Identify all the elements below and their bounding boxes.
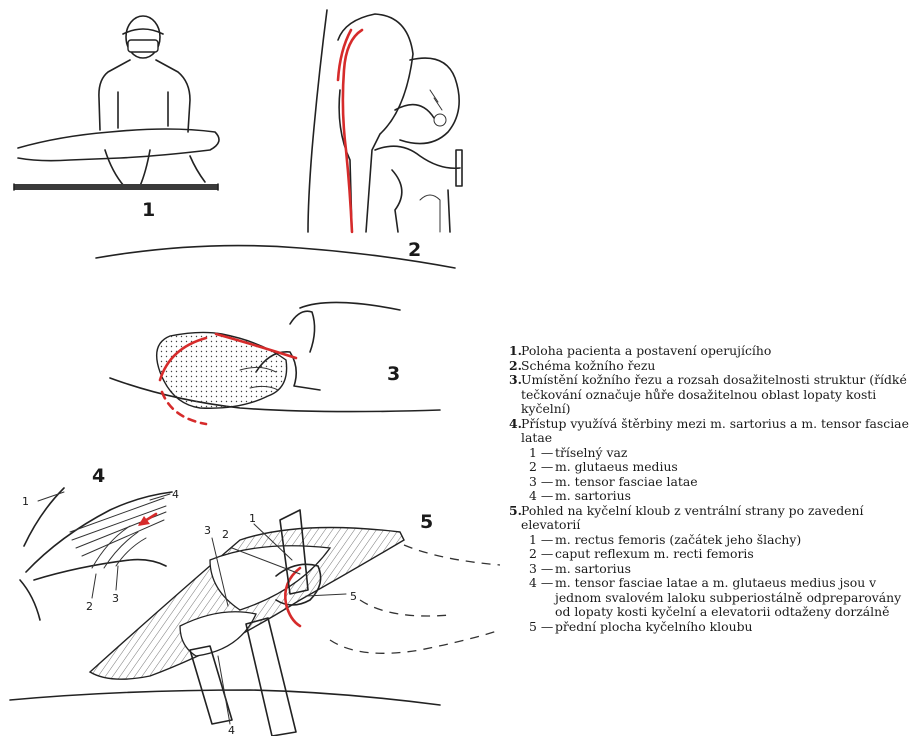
fig4-label-3: 3 xyxy=(112,592,119,605)
figure-1-number: 1 xyxy=(142,199,155,221)
legend-subitem-text: m. sartorius xyxy=(555,561,631,576)
fig5-label-3: 3 xyxy=(204,524,211,537)
figure-4-muscle-gap xyxy=(20,488,172,620)
fig5-label-2: 2 xyxy=(222,528,229,541)
legend-item-number: 3. xyxy=(509,373,522,388)
legend-subitem-text: m. sartorius xyxy=(555,488,631,503)
legend-subitem-text: m. glutaeus medius xyxy=(555,459,678,474)
fig4-label-4: 4 xyxy=(172,488,179,501)
legend-subitem-number: 5 — xyxy=(529,620,553,635)
figure-3-number: 3 xyxy=(387,363,400,385)
legend-item: 5.Pohled na kyčelní kloub z ventrální st… xyxy=(509,504,909,533)
legend-subitem-number: 4 — xyxy=(529,576,553,591)
figure-5-number: 5 xyxy=(420,511,433,533)
legend-subitem-text: caput reflexum m. recti femoris xyxy=(555,546,754,561)
figure-legend: 1.Poloha pacienta a postavení operujícíh… xyxy=(509,344,909,634)
legend-subitem-text: m. rectus femoris (začátek jeho šlachy) xyxy=(555,532,801,547)
legend-subitem-number: 2 — xyxy=(529,460,553,475)
legend-item-number: 1. xyxy=(509,344,522,359)
legend-subitem-number: 4 — xyxy=(529,489,553,504)
legend-item-text: Přístup využívá štěrbiny mezi m. sartori… xyxy=(521,416,909,446)
legend-item-number: 5. xyxy=(509,504,522,519)
legend-item: 2.Schéma kožního řezu xyxy=(509,359,909,374)
legend-subitem: 3 —m. tensor fasciae latae xyxy=(509,475,909,490)
legend-subitem-number: 1 — xyxy=(529,533,553,548)
fig5-label-1: 1 xyxy=(249,512,256,525)
figure-2-number: 2 xyxy=(408,239,421,261)
legend-item: 4.Přístup využívá štěrbiny mezi m. sarto… xyxy=(509,417,909,446)
legend-item-text: Schéma kožního řezu xyxy=(521,358,655,373)
figure-2-incision-scheme xyxy=(308,10,462,232)
figure-3-incision-reach xyxy=(96,246,455,424)
legend-subitem: 3 —m. sartorius xyxy=(509,562,909,577)
legend-subitem-text: m. tensor fasciae latae a m. glutaeus me… xyxy=(555,575,901,619)
legend-subitem: 5 —přední plocha kyčelního kloubu xyxy=(509,620,909,635)
legend-subitem: 4 —m. tensor fasciae latae a m. glutaeus… xyxy=(509,576,909,620)
legend-item: 3.Umístění kožního řezu a rozsah dosažit… xyxy=(509,373,909,417)
fig4-label-2: 2 xyxy=(86,600,93,613)
legend-item: 1.Poloha pacienta a postavení operujícíh… xyxy=(509,344,909,359)
figure-5-hip-ventral-view xyxy=(10,510,500,736)
legend-subitem: 1 —m. rectus femoris (začátek jeho šlach… xyxy=(509,533,909,548)
fig5-label-5: 5 xyxy=(350,590,357,603)
fig5-label-4: 4 xyxy=(228,724,235,736)
legend-item-text: Umístění kožního řezu a rozsah dosažitel… xyxy=(521,372,907,416)
legend-subitem: 2 —m. glutaeus medius xyxy=(509,460,909,475)
legend-item-text: Poloha pacienta a postavení operujícího xyxy=(521,343,771,358)
legend-subitem-text: přední plocha kyčelního kloubu xyxy=(555,619,753,634)
legend-subitem-number: 1 — xyxy=(529,446,553,461)
legend-item-text: Pohled na kyčelní kloub z ventrální stra… xyxy=(521,503,863,533)
legend-item-number: 2. xyxy=(509,359,522,374)
legend-subitem-text: tříselný vaz xyxy=(555,445,627,460)
legend-subitem-number: 3 — xyxy=(529,562,553,577)
legend-subitem-number: 2 — xyxy=(529,547,553,562)
figure-4-number: 4 xyxy=(92,465,105,487)
fig4-label-1: 1 xyxy=(22,495,29,508)
legend-subitem: 1 —tříselný vaz xyxy=(509,446,909,461)
legend-subitem-text: m. tensor fasciae latae xyxy=(555,474,698,489)
legend-subitem: 4 —m. sartorius xyxy=(509,489,909,504)
legend-subitem-number: 3 — xyxy=(529,475,553,490)
legend-item-number: 4. xyxy=(509,417,522,432)
figure-1-patient-position xyxy=(14,16,219,190)
legend-subitem: 2 —caput reflexum m. recti femoris xyxy=(509,547,909,562)
